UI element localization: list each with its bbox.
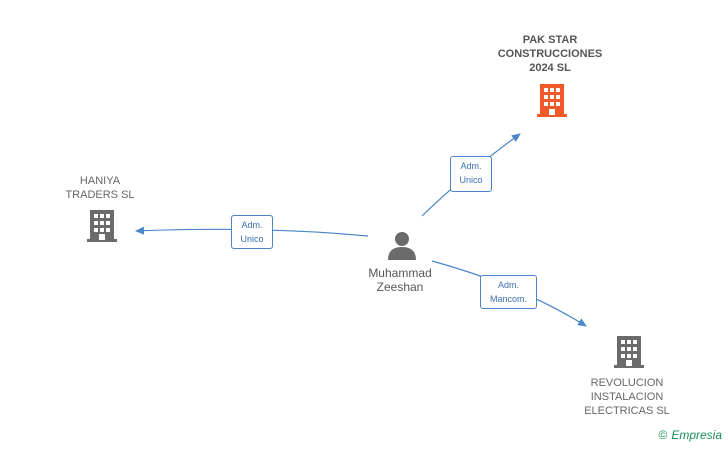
edge-label-to-revolucion: Adm. Mancom. [480, 275, 537, 309]
node-label-haniya[interactable]: HANIYA TRADERS SL [65, 175, 135, 201]
brand-logo: ©Empresia [658, 428, 722, 442]
copyright-icon: © [658, 428, 668, 442]
brand-name: Empresia [671, 428, 722, 442]
edge-label-to-pak-star: Adm. Unico [450, 156, 492, 192]
node-label-revolucion[interactable]: REVOLUCION INSTALACION ELECTRICAS SL [584, 377, 670, 417]
building-icon [537, 84, 567, 117]
node-label-person[interactable]: Muhammad Zeeshan [368, 266, 432, 294]
edge-label-to-haniya: Adm. Unico [231, 215, 273, 249]
building-icon [614, 336, 644, 368]
person-icon [388, 232, 416, 260]
node-label-pak-star[interactable]: PAK STAR CONSTRUCCIONES 2024 SL [497, 34, 603, 74]
building-icon [87, 210, 117, 242]
